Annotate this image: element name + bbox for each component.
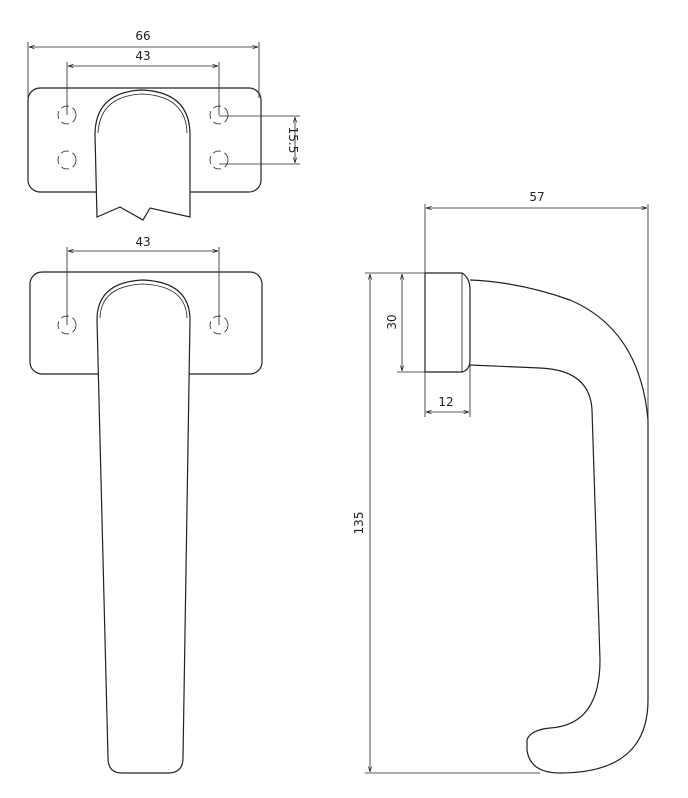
dimension-label-30: 30: [385, 314, 399, 329]
dimension-label-43-top: 43: [135, 49, 150, 63]
side-rose: [424, 272, 471, 373]
top-handle-section: [94, 89, 191, 221]
dimension-label-135: 135: [352, 512, 366, 535]
front-handle-lever: [96, 279, 191, 774]
side-handle-profile: [469, 279, 649, 774]
dimension-label-15-5: 15.5: [286, 127, 300, 154]
dimension-label-12: 12: [438, 395, 453, 409]
dimension-label-57: 57: [529, 190, 544, 204]
top-view: 66 43 15.5: [27, 29, 300, 221]
dimension-label-43-front: 43: [135, 235, 150, 249]
side-view: 57 135 30 12: [352, 190, 649, 774]
dimension-label-66: 66: [135, 29, 150, 43]
front-view: 43: [29, 235, 263, 774]
